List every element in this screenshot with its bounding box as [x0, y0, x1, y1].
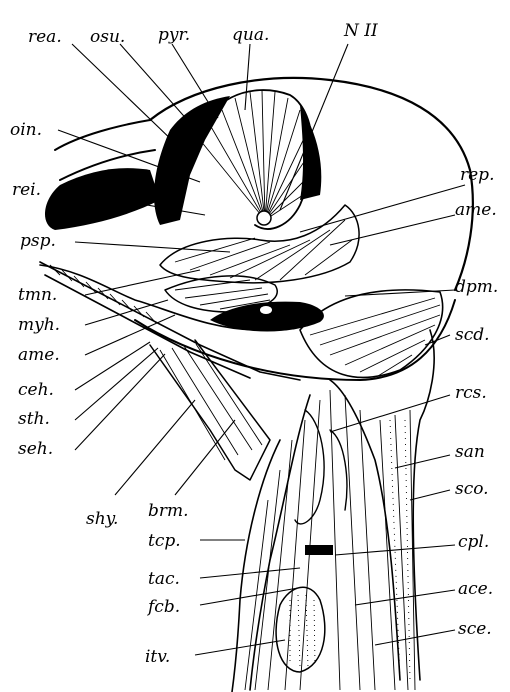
label-oin: oin. — [10, 120, 42, 140]
label-itv: itv. — [145, 647, 170, 667]
label-pyr: pyr. — [158, 25, 190, 45]
label-tmn: tmn. — [18, 285, 57, 305]
label-scd: scd. — [455, 325, 490, 345]
label-ame-left: ame. — [18, 345, 60, 365]
labels: rea. osu. pyr. qua. N II oin. rei. psp. … — [10, 21, 498, 667]
head-outline — [40, 78, 473, 380]
label-sce: sce. — [458, 619, 492, 639]
leader-lines — [58, 44, 465, 655]
label-psp: psp. — [20, 231, 56, 251]
label-rei: rei. — [12, 180, 41, 200]
label-ceh: ceh. — [18, 380, 54, 400]
label-myh: myh. — [18, 315, 60, 335]
label-dpm: dpm. — [455, 277, 498, 297]
label-tcp: tcp. — [148, 531, 181, 551]
label-fcb: fcb. — [146, 597, 180, 617]
label-ame-right: ame. — [455, 200, 497, 220]
label-tac: tac. — [148, 569, 180, 589]
label-cpl: cpl. — [458, 532, 489, 552]
label-osu: osu. — [90, 27, 125, 47]
label-rea: rea. — [28, 27, 62, 47]
label-sth: sth. — [18, 409, 50, 429]
label-qua: qua. — [232, 25, 269, 45]
label-ace: ace. — [458, 579, 493, 599]
label-rcs: rcs. — [455, 383, 487, 403]
label-n-ii: N II — [343, 21, 378, 41]
label-sco: sco. — [455, 479, 489, 499]
label-seh: seh. — [18, 439, 53, 459]
label-shy: shy. — [86, 509, 118, 529]
label-rep: rep. — [460, 165, 494, 185]
depressor-mandibulae — [300, 290, 443, 378]
quadrate-muscle — [195, 90, 312, 229]
label-san: san — [455, 442, 485, 462]
label-brm: brm. — [148, 501, 189, 521]
neck-muscles — [232, 330, 434, 692]
